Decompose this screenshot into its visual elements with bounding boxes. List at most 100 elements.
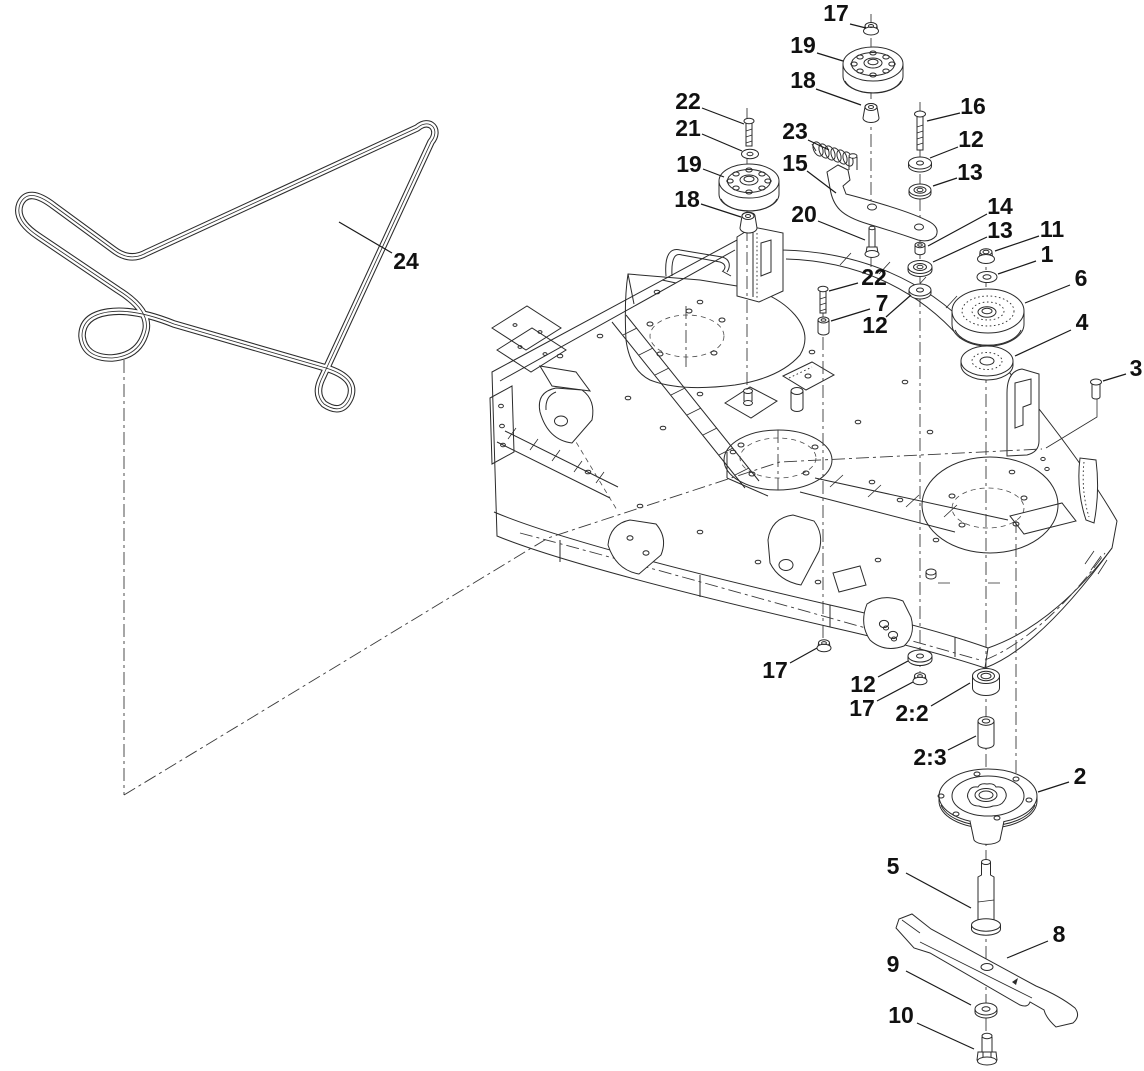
- front-hanger-brackets: [607, 514, 913, 649]
- lift-hook-bracket: [538, 387, 594, 444]
- callout-label-6: 6: [1075, 265, 1088, 291]
- callout-leader-13: [932, 177, 958, 187]
- deck-drawing: [489, 226, 1118, 669]
- callout-leader-19: [702, 168, 725, 178]
- callout-label-21: 21: [675, 115, 701, 141]
- spacer-7: [817, 316, 830, 336]
- nut-17-mid: [912, 672, 928, 686]
- right-slotted-bracket: [1006, 368, 1099, 524]
- callout-label-2:3: 2:3: [913, 744, 946, 770]
- callout-leader-12: [929, 146, 959, 159]
- callout-leader-13: [932, 236, 988, 263]
- drive-belt: [15, 120, 439, 413]
- flange-nut: [863, 22, 879, 36]
- callout-label-8: 8: [1053, 921, 1066, 947]
- bolt-20: [864, 225, 880, 258]
- callout-label-17: 17: [762, 657, 788, 683]
- callout-leader-6: [1024, 284, 1071, 304]
- callout-leader-20: [817, 220, 866, 241]
- callout-label-17: 17: [849, 695, 875, 721]
- callout-leader-19: [816, 52, 844, 62]
- idler-mount-plate: [724, 386, 778, 419]
- callout-label-23: 23: [782, 118, 808, 144]
- callout-leader-12: [877, 660, 909, 678]
- callout-label-12: 12: [862, 312, 888, 338]
- bolt-22-left: [743, 117, 755, 147]
- deck-holes: [556, 289, 1016, 585]
- callout-leader-14: [927, 213, 988, 247]
- callout-leader-16: [926, 112, 961, 122]
- callout-label-16: 16: [960, 93, 986, 119]
- spacer-14: [914, 241, 926, 256]
- callout-label-4: 4: [1076, 309, 1089, 335]
- washer-4: [960, 345, 1014, 381]
- callout-leader-9: [905, 970, 972, 1006]
- washer-9: [974, 1002, 998, 1019]
- washer-13: [908, 183, 932, 200]
- callout-label-1: 1: [1041, 241, 1054, 267]
- callout-leader-4: [1014, 329, 1072, 357]
- callout-leader-2: [1037, 781, 1070, 793]
- nut-17-left: [816, 639, 832, 653]
- callout-label-19: 19: [676, 151, 702, 177]
- callout-leader-3: [1102, 373, 1127, 382]
- rear-handle: [661, 249, 732, 284]
- washer-1: [976, 271, 998, 283]
- mower-blade-8: [895, 913, 1079, 1028]
- callout-leader-1: [997, 260, 1037, 275]
- idler-arm: [826, 153, 938, 242]
- callout-label-18: 18: [674, 186, 700, 212]
- callout-leader-17: [789, 647, 818, 664]
- deck-pulley-6: [951, 288, 1025, 347]
- callout-label-7: 7: [876, 290, 889, 316]
- callout-label-18: 18: [790, 67, 816, 93]
- callout-leader-11: [994, 235, 1040, 252]
- extension-spring: [811, 141, 854, 167]
- washer-13b: [907, 260, 933, 277]
- idler-pulley-left: [718, 163, 780, 212]
- callout-leader-22: [701, 107, 745, 125]
- callout-label-19: 19: [790, 32, 816, 58]
- bushing-left: [739, 211, 758, 234]
- idler-pulley-top: [842, 46, 904, 94]
- callout-leader-15: [806, 170, 837, 194]
- bolt-10: [976, 1032, 998, 1066]
- spindle-shaft-5: [971, 859, 1001, 936]
- bolt-3: [1090, 378, 1102, 400]
- callout-label-13: 13: [957, 159, 983, 185]
- callout-leader-10: [916, 1022, 975, 1050]
- callout-leader-18: [700, 203, 742, 218]
- callout-label-14: 14: [987, 193, 1013, 219]
- bearing-2-2: [972, 668, 1000, 696]
- callout-label-24: 24: [393, 248, 419, 274]
- washer-12b: [908, 283, 932, 300]
- callout-label-12: 12: [850, 671, 876, 697]
- callout-label-10: 10: [888, 1002, 914, 1028]
- callout-label-20: 20: [791, 201, 817, 227]
- callout-label-13: 13: [987, 217, 1013, 243]
- callout-leader-17: [876, 681, 914, 702]
- nut-11: [977, 248, 995, 264]
- callout-leader-12: [885, 294, 912, 318]
- callout-label-2: 2: [1074, 763, 1087, 789]
- deck-channel: [496, 252, 1009, 533]
- deck-nut: [925, 568, 937, 580]
- callout-label-12: 12: [958, 126, 984, 152]
- bolt-22-mid: [817, 285, 829, 314]
- callout-label-17: 17: [823, 0, 849, 26]
- spacer-2-3: [977, 716, 995, 749]
- rear-slotted-bracket: [736, 226, 784, 303]
- callout-leader-8: [1006, 940, 1049, 959]
- callout-leader-7: [830, 308, 871, 322]
- washer-12: [908, 156, 932, 173]
- callout-leader-23: [807, 139, 830, 151]
- callout-label-22: 22: [675, 88, 701, 114]
- washer-12c: [907, 649, 933, 666]
- callout-label-2:2: 2:2: [895, 700, 928, 726]
- bolt-16: [914, 110, 926, 151]
- washer-21: [741, 148, 759, 160]
- callout-label-3: 3: [1130, 355, 1143, 381]
